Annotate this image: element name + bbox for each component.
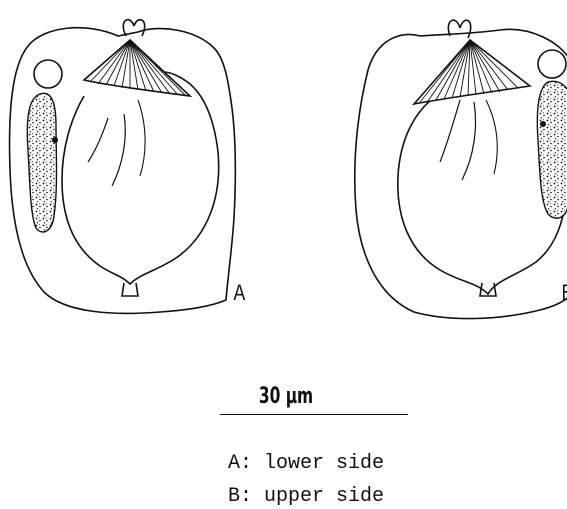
pusule-circle-b (538, 50, 566, 78)
scale-bar (220, 414, 408, 415)
ventral-plate-fan-b (414, 40, 530, 104)
panel-label-b: B (561, 280, 567, 306)
nucleus-stippled-b (537, 81, 567, 218)
apical-lobe-right (134, 20, 145, 36)
nucleus-dot (52, 137, 58, 143)
flagellum-3-b (486, 100, 497, 174)
cell-lower-side (10, 20, 236, 314)
flagellum-3 (138, 100, 145, 176)
flagellum-2-b (462, 102, 476, 180)
flagellum-1 (88, 118, 108, 162)
scale-bar-label: 30 µm (231, 384, 340, 409)
apical-lobe-right-b (460, 20, 471, 38)
flagellum-1-b (440, 100, 460, 162)
pusule-circle (34, 60, 62, 88)
cell-upper-side (355, 20, 567, 318)
legend-item-a: A: lower side (228, 452, 384, 475)
flagellum-2 (112, 114, 125, 186)
legend-item-b: B: upper side (228, 485, 384, 508)
panel-label-a: A (233, 280, 245, 306)
nucleus-stippled (27, 93, 56, 232)
nucleus-dot-b (540, 121, 546, 127)
hypotheca-boundary (62, 72, 219, 284)
